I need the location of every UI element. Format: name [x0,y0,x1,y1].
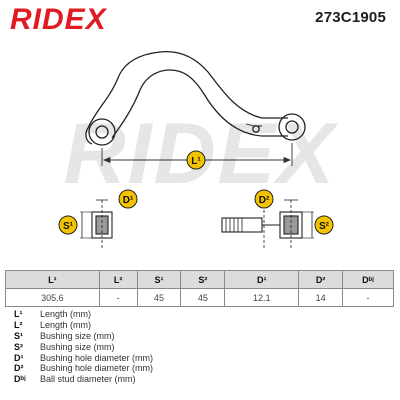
column-header-l2: L² [98,270,138,289]
column-header-l1: L¹ [5,270,100,289]
callout-d2: D² [254,189,274,209]
legend-code: D² [14,363,24,374]
legend-code: D¹ [14,352,24,363]
technical-drawing: RIDEX L¹ D¹ [58,50,337,248]
legend-code: S¹ [14,330,23,341]
callout-l1-label: L¹ [191,156,201,167]
legend-description: Bushing hole diameter (mm) [40,352,154,363]
legend-item: Dᵇʲ Ball stud diameter (mm) [14,374,384,385]
legend-description: Length (mm) [40,320,92,331]
left-bushing [88,118,116,146]
callout-s1-label: S¹ [63,221,74,232]
specification-table: L¹ L² S¹ S² D¹ D² Dᵇʲ 305.6 - 45 45 12.1… [5,270,394,307]
legend-description: Ball stud diameter (mm) [40,374,136,385]
legend-item: D² Bushing hole diameter (mm) [14,363,384,374]
callout-l1: L¹ [186,150,206,170]
legend-description: Bushing size (mm) [40,330,115,341]
dimension-legend: L¹ Length (mm) L² Length (mm) S¹ Bushing… [14,309,384,385]
value-l1: 305.6 [5,288,100,307]
legend-code: L² [14,320,23,331]
table-header-row: L¹ L² S¹ S² D¹ D² Dᵇʲ [5,270,394,289]
legend-item: S² Bushing size (mm) [14,341,384,352]
header: RIDEX 273C1905 [0,0,400,38]
value-dbj: - [342,288,394,307]
callout-d1-label: D¹ [123,195,134,206]
callout-d2-label: D² [259,195,270,206]
legend-code: L¹ [14,309,23,320]
right-bushing-detail [221,199,314,248]
callout-s1: S¹ [58,215,78,235]
legend-item: S¹ Bushing size (mm) [14,331,384,342]
legend-item: L² Length (mm) [14,320,384,331]
table-row: 305.6 - 45 45 12.1 14 - [5,288,394,307]
value-s1: 45 [136,288,182,307]
value-l2: - [98,288,138,307]
legend-code: Dᵇʲ [14,374,26,385]
callout-s2: S² [314,215,334,235]
legend-description: Length (mm) [40,309,92,320]
column-header-d1: D¹ [224,270,300,289]
column-header-s1: S¹ [136,270,182,289]
part-number: 273C1905 [315,9,386,26]
column-header-dbj: Dᵇʲ [342,270,394,289]
column-header-s2: S² [180,270,226,289]
legend-description: Bushing size (mm) [40,341,115,352]
value-d1: 12.1 [224,288,300,307]
control-arm-drawing [85,50,288,145]
value-s2: 45 [180,288,226,307]
right-bushing [252,113,306,141]
legend-description: Bushing hole diameter (mm) [40,363,154,374]
left-bushing-detail [80,199,113,248]
column-header-d2: D² [298,270,344,289]
legend-code: S² [14,341,23,352]
brand-logo: RIDEX [10,4,108,34]
value-d2: 14 [298,288,344,307]
callout-s2-label: S² [319,221,330,232]
callout-d1: D¹ [118,189,138,209]
legend-item: D¹ Bushing hole diameter (mm) [14,352,384,363]
legend-item: L¹ Length (mm) [14,309,384,320]
brand-name: RIDEX [10,4,108,34]
